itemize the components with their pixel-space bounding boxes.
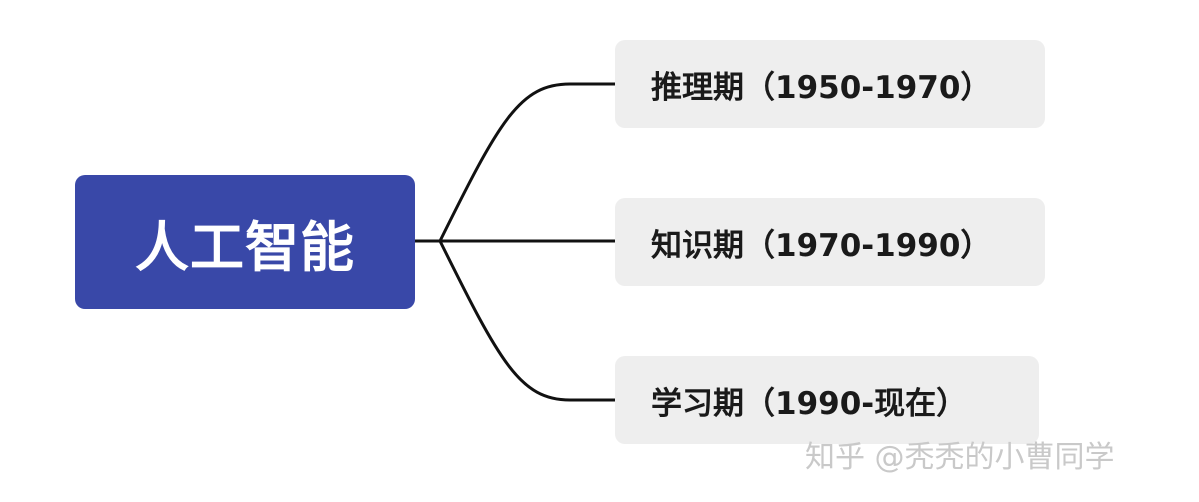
connector-branch-1	[438, 82, 615, 242]
branch-node-label: 知识期（1970-1990）	[651, 227, 992, 264]
root-node-label: 人工智能	[135, 215, 355, 279]
connector-branch-3	[438, 240, 615, 402]
watermark-text: 知乎 @秃秃的小曹同学	[805, 440, 1115, 475]
branch-node-learning: 学习期（1990-现在）	[615, 356, 1039, 444]
branch-node-reasoning: 推理期（1950-1970）	[615, 40, 1045, 128]
branch-node-knowledge: 知识期（1970-1990）	[615, 198, 1045, 286]
branch-node-label: 推理期（1950-1970）	[651, 69, 992, 106]
branch-node-label: 学习期（1990-现在）	[651, 385, 968, 422]
root-node-ai: 人工智能	[75, 175, 415, 309]
